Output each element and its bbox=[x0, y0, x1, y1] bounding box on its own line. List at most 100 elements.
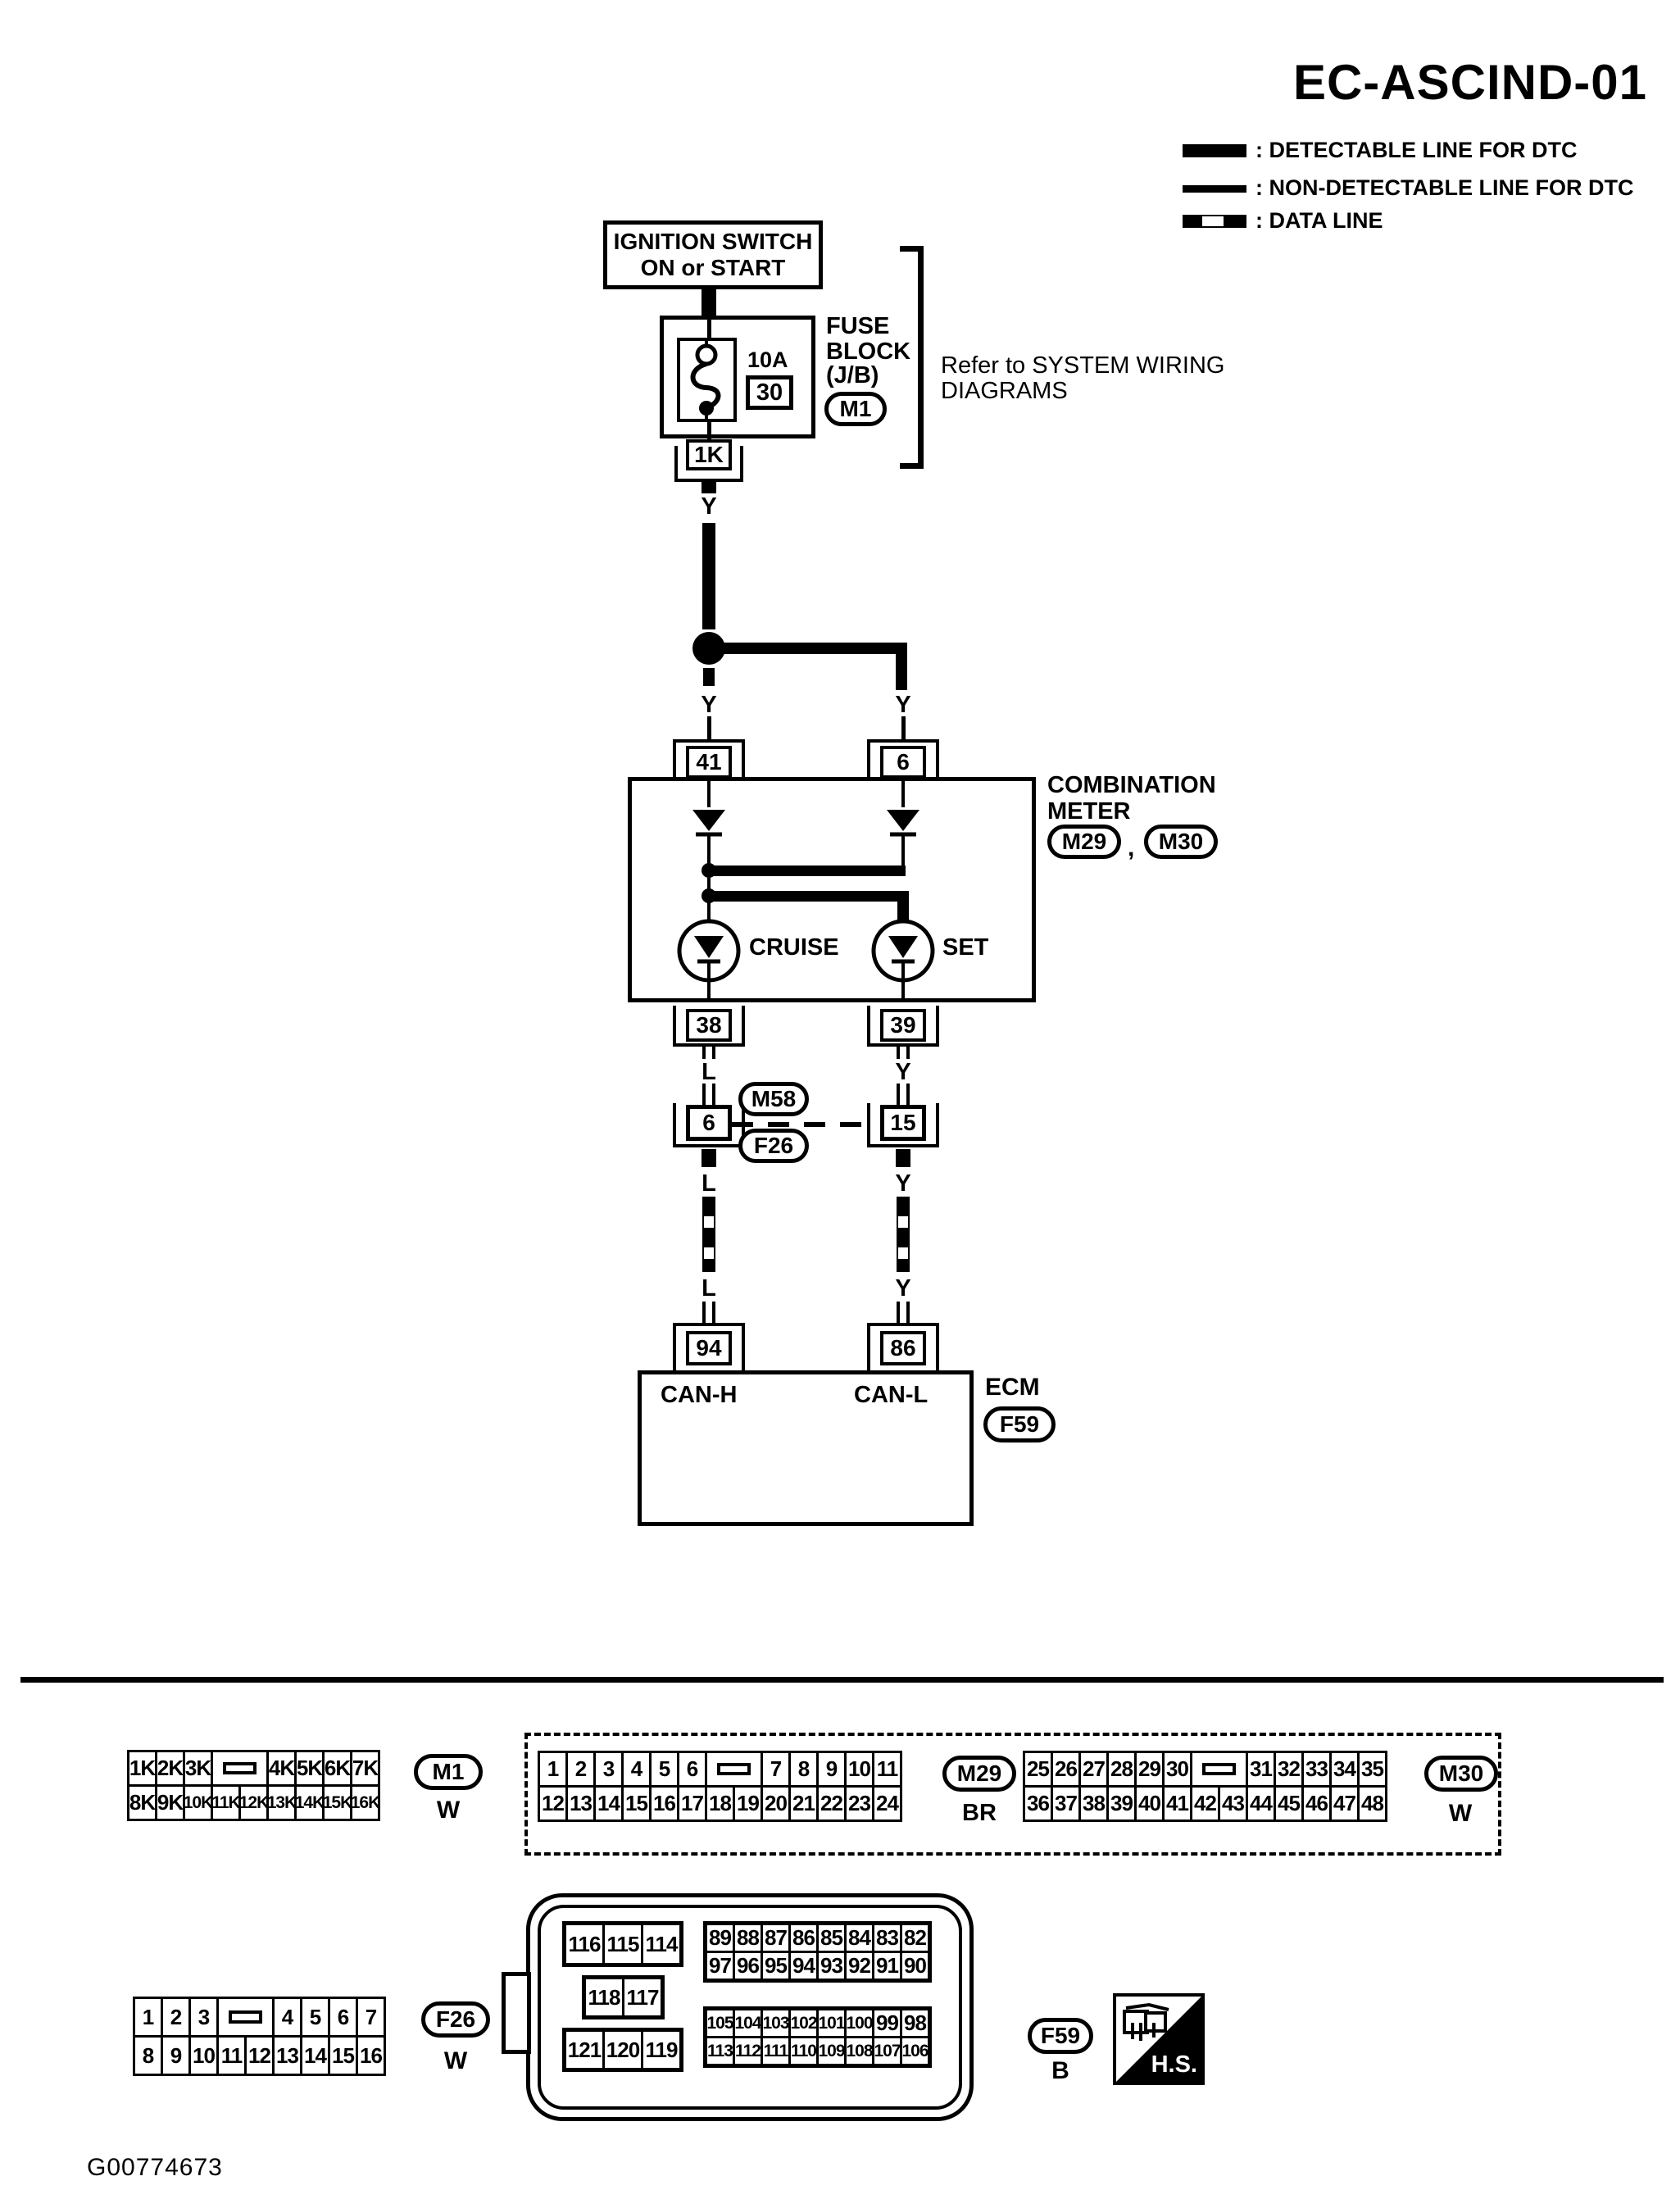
pin-cell-97: 97 bbox=[705, 1951, 735, 1981]
stub-38-b bbox=[712, 1047, 715, 1059]
pin-cell-26: 26 bbox=[1051, 1751, 1081, 1788]
pin-38: 38 bbox=[696, 1012, 722, 1038]
pin-cell-4: 4 bbox=[621, 1751, 652, 1788]
meter-set-feed bbox=[897, 891, 909, 922]
pin-cell-116: 116 bbox=[564, 1923, 605, 1965]
pin-cell-24: 24 bbox=[872, 1785, 902, 1822]
pin-cell-89: 89 bbox=[705, 1923, 735, 1953]
wire-color-y-above-6: Y bbox=[895, 692, 911, 718]
pin-cell-41: 41 bbox=[1162, 1785, 1192, 1822]
legend-detectable-label: : DETECTABLE LINE FOR DTC bbox=[1255, 138, 1578, 162]
pin-cell-43: 43 bbox=[1218, 1785, 1248, 1822]
stub-below-6 bbox=[702, 1149, 716, 1167]
pin-1k-box: 1K bbox=[686, 439, 732, 470]
pin-cell-98: 98 bbox=[900, 2008, 930, 2038]
pin-cell-27: 27 bbox=[1078, 1751, 1109, 1788]
ignition-switch-line2: ON or START bbox=[640, 255, 786, 280]
pin-cell-113: 113 bbox=[705, 2036, 735, 2066]
inline-pin-15-box: 15 bbox=[880, 1105, 926, 1141]
ecm-name: ECM bbox=[985, 1374, 1040, 1401]
stub-39-b bbox=[906, 1047, 910, 1059]
pin-cell-94: 94 bbox=[788, 1951, 819, 1981]
pin-cell-100: 100 bbox=[844, 2008, 874, 2038]
stub-38-a bbox=[702, 1047, 706, 1059]
pin-cell-13: 13 bbox=[272, 2035, 302, 2076]
pin-cell-104: 104 bbox=[733, 2008, 763, 2038]
pin-cell-8: 8 bbox=[133, 2035, 163, 2076]
meter-tie-line-1 bbox=[709, 865, 906, 876]
pin-cell-40: 40 bbox=[1134, 1785, 1165, 1822]
pin-cell-1K: 1K bbox=[127, 1750, 157, 1787]
cruise-lamp-label: CRUISE bbox=[749, 934, 839, 961]
pin-cell-82: 82 bbox=[900, 1923, 930, 1953]
can-l-data-line bbox=[897, 1197, 910, 1272]
pin-cell-2K: 2K bbox=[155, 1750, 185, 1787]
refer-note-line1: Refer to SYSTEM WIRING bbox=[941, 352, 1225, 379]
wire-main-vertical bbox=[702, 523, 715, 629]
pin-cell-1: 1 bbox=[538, 1751, 568, 1788]
set-lamp-label: SET bbox=[942, 934, 989, 961]
fuse-block-name-3: (J/B) bbox=[826, 362, 879, 388]
meter-wire-41-b bbox=[707, 842, 711, 865]
pin-cell-20: 20 bbox=[761, 1785, 791, 1822]
m30-color: W bbox=[1448, 1800, 1473, 1827]
wire-color-l-below-38: L bbox=[702, 1059, 716, 1085]
pin-cell-10: 10 bbox=[844, 1751, 874, 1788]
fuse-block-name-1: FUSE bbox=[826, 313, 890, 339]
section-divider bbox=[20, 1677, 1664, 1683]
bracket-tick-top bbox=[900, 246, 924, 252]
key-slot bbox=[1190, 1751, 1248, 1788]
pin-6-staple bbox=[867, 739, 939, 779]
diode-left bbox=[692, 810, 725, 842]
pin-39-box: 39 bbox=[880, 1009, 926, 1042]
key-slot-opening bbox=[223, 1762, 257, 1774]
pin-cell-15: 15 bbox=[621, 1785, 652, 1822]
pin-cell-16: 16 bbox=[356, 2035, 386, 2076]
f59-color: B bbox=[1051, 2057, 1069, 2084]
pin-86: 86 bbox=[890, 1335, 916, 1361]
key-slot-opening bbox=[229, 2010, 262, 2024]
pin-cell-88: 88 bbox=[733, 1923, 763, 1953]
pin-cell-16: 16 bbox=[649, 1785, 679, 1822]
wire-branch-vertical bbox=[896, 643, 907, 690]
meter-wire-41-c bbox=[707, 878, 711, 890]
pin-cell-121: 121 bbox=[564, 2029, 605, 2070]
wire-branch-horizontal bbox=[719, 643, 907, 654]
meter-name-line2: METER bbox=[1047, 798, 1131, 825]
pin-cell-92: 92 bbox=[844, 1951, 874, 1981]
pin-cell-6: 6 bbox=[328, 1997, 358, 2038]
pin-cell-6K: 6K bbox=[322, 1750, 352, 1787]
pin-39: 39 bbox=[890, 1012, 916, 1038]
wire-color-y-above-41: Y bbox=[701, 692, 717, 718]
pin-41: 41 bbox=[696, 749, 722, 775]
pin-cell-16K: 16K bbox=[350, 1784, 380, 1821]
pin-cell-102: 102 bbox=[788, 2008, 819, 2038]
pin-cell-119: 119 bbox=[641, 2029, 682, 2070]
ecm-box bbox=[638, 1370, 974, 1526]
pin-cell-30: 30 bbox=[1162, 1751, 1192, 1788]
connector-label-m29-oval: M29 bbox=[1047, 825, 1121, 859]
f59-grid-label-oval: F59 bbox=[1028, 2018, 1093, 2054]
pin-cell-23: 23 bbox=[844, 1785, 874, 1822]
detectable-line-swatch bbox=[1183, 144, 1246, 157]
pin-cell-115: 115 bbox=[602, 1923, 643, 1965]
pin-cell-34: 34 bbox=[1329, 1751, 1360, 1788]
page-title: EC-ASCIND-01 bbox=[1292, 55, 1647, 110]
pin-cell-110: 110 bbox=[788, 2036, 819, 2066]
pin-cell-106: 106 bbox=[900, 2036, 930, 2066]
pin-cell-108: 108 bbox=[844, 2036, 874, 2066]
pin-cell-25: 25 bbox=[1023, 1751, 1053, 1788]
